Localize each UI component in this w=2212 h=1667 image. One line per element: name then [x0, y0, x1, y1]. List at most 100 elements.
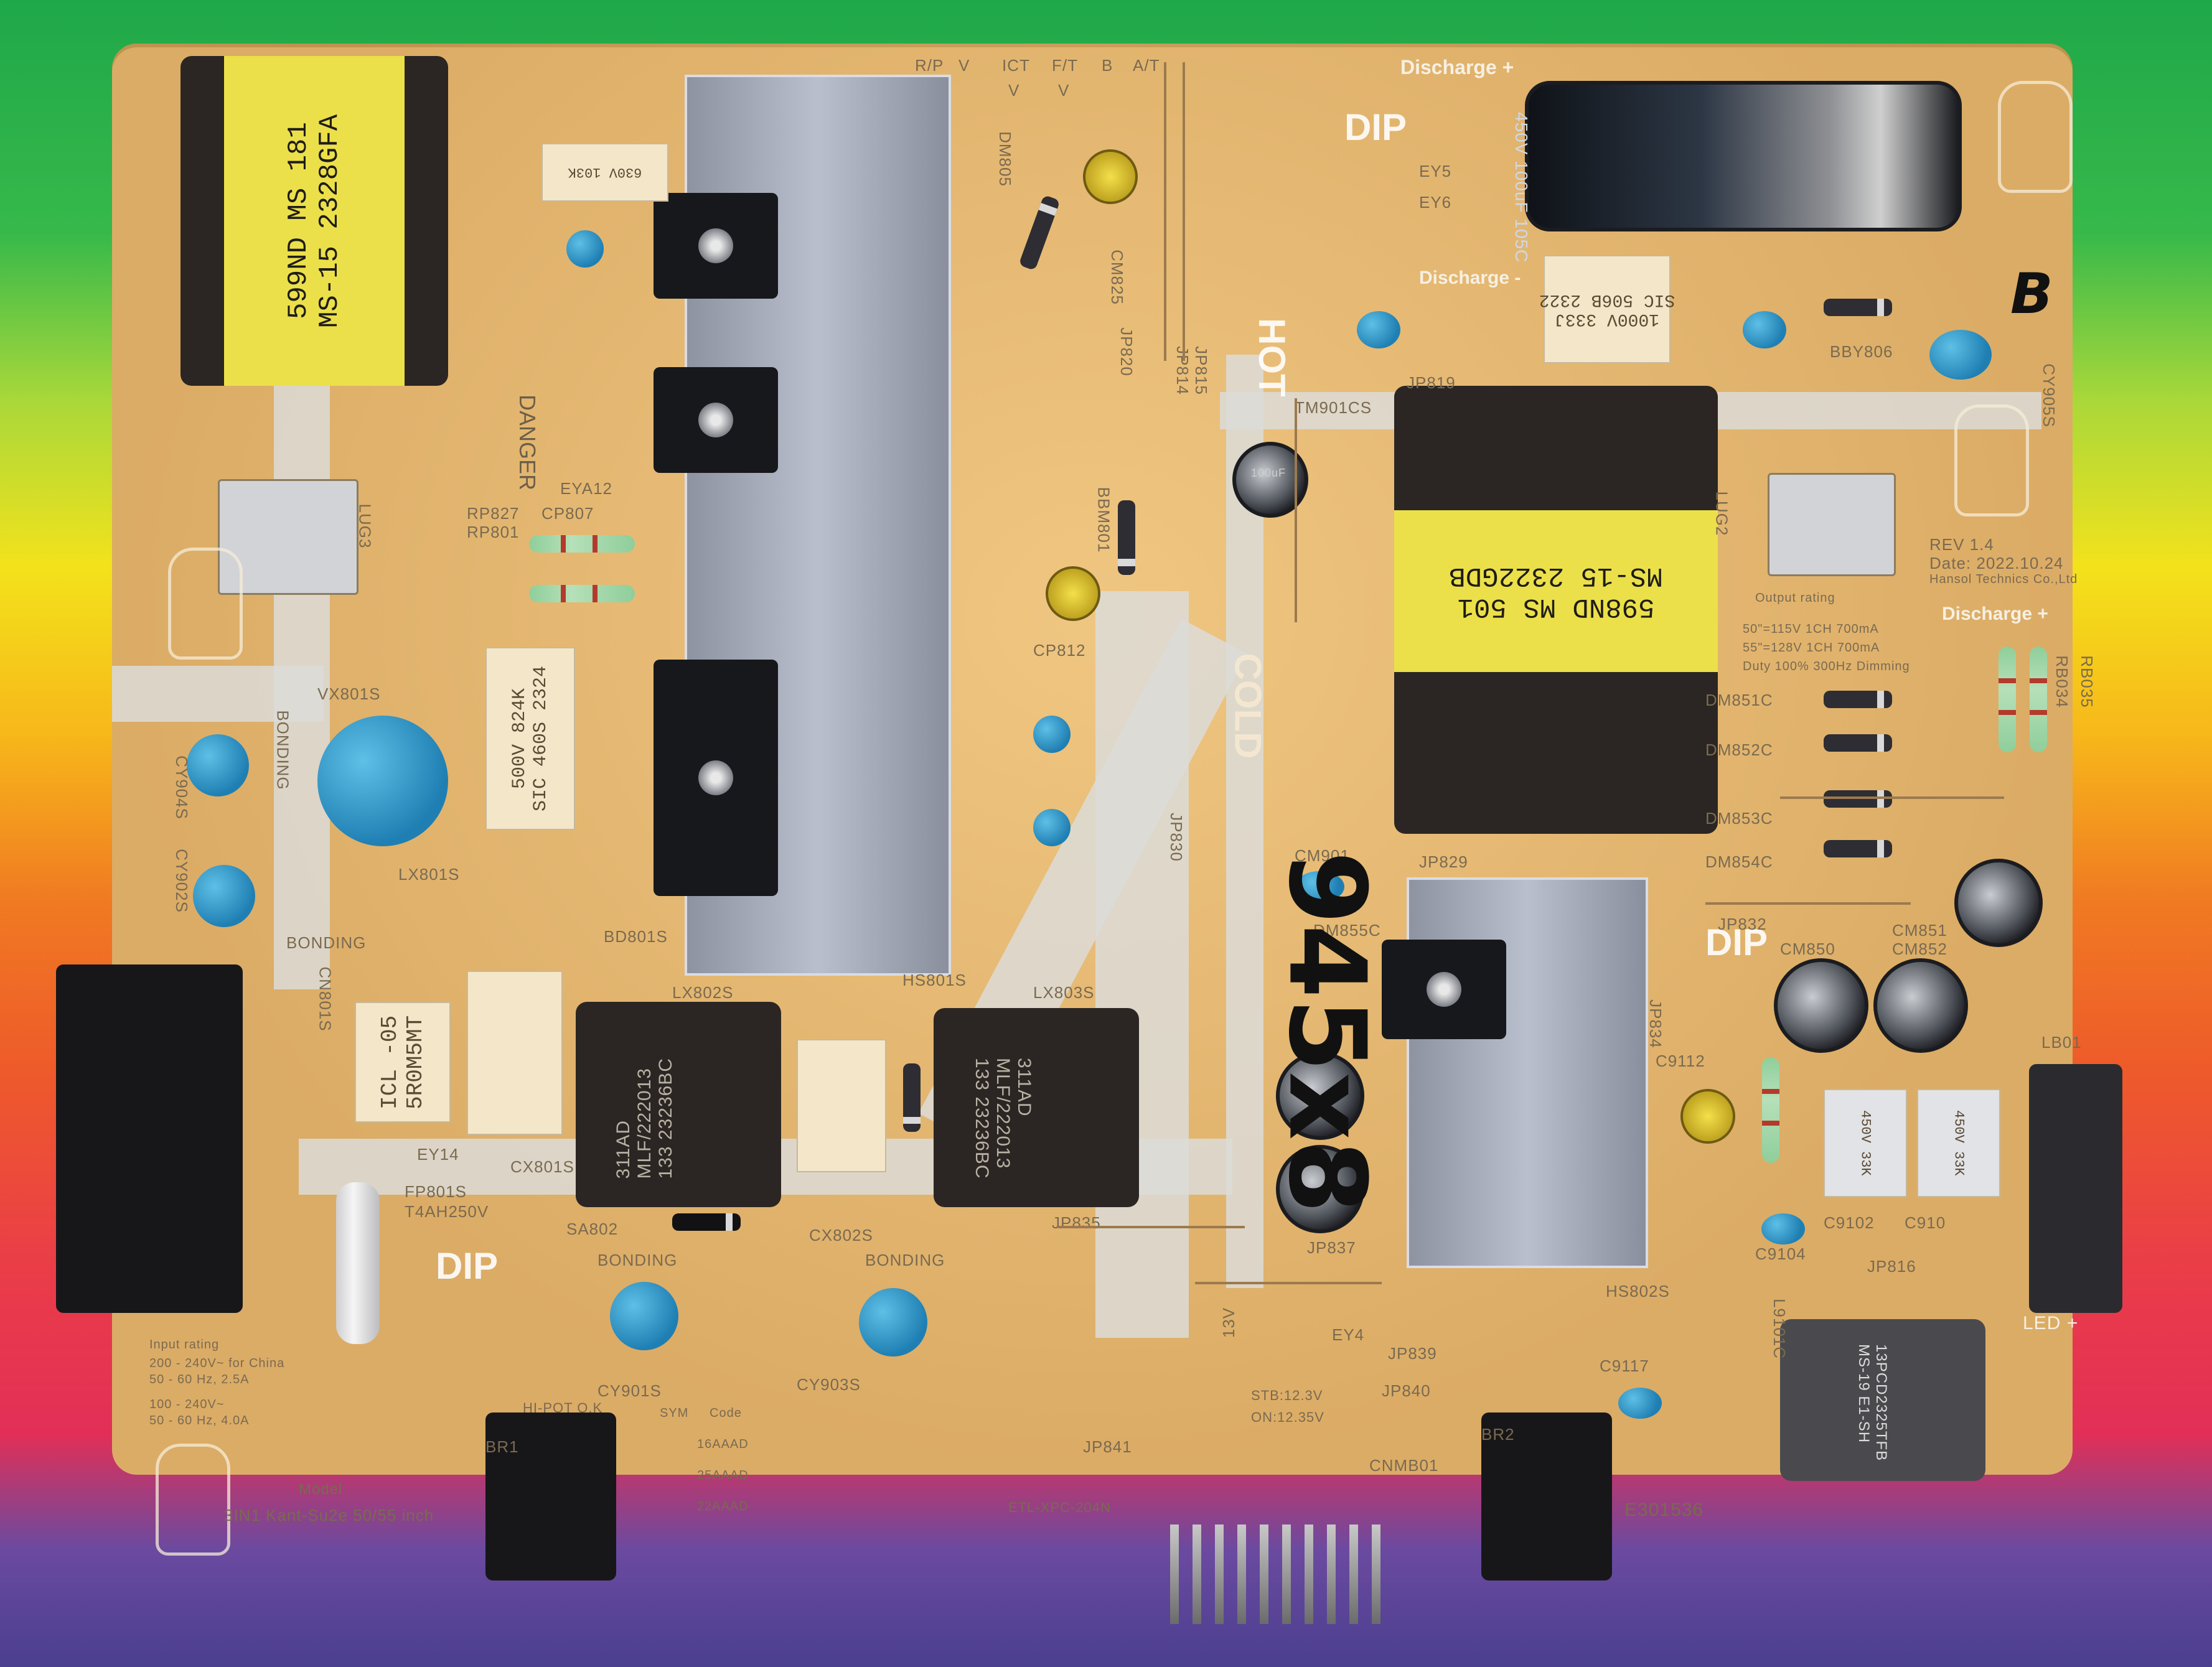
- cap-c9112: [1680, 1089, 1735, 1144]
- hand-warning-left-top: [168, 548, 243, 660]
- diode-dm853c: [1824, 790, 1892, 808]
- silk-small-cap-rating: 100uF: [1251, 467, 1286, 479]
- silk-jp816: JP816: [1867, 1257, 1916, 1276]
- silk-top-col-5: A/T: [1133, 56, 1160, 75]
- silk-maker: Hansol Technics Co.,Ltd: [1929, 572, 2078, 586]
- silk-bonding-4: BONDING: [865, 1251, 945, 1269]
- silk-bd801s: BD801S: [604, 927, 668, 946]
- silk-cold: COLD: [1227, 653, 1269, 759]
- silk-lug2: LUG2: [1712, 491, 1732, 536]
- silk-ul-code: E301536: [1624, 1500, 1704, 1520]
- hand-warning-right: [1954, 404, 2029, 516]
- silk-discharge-plus-right: Discharge +: [1942, 604, 2048, 624]
- cap-cy902s: [193, 865, 255, 927]
- cap-cm80x-a: [1033, 716, 1071, 753]
- silk-jp839: JP839: [1388, 1344, 1437, 1363]
- silk-jp815: JP815: [1191, 346, 1211, 395]
- silk-input-rating-0: Input rating: [149, 1338, 220, 1352]
- block-cap-cx801s: [467, 971, 563, 1135]
- cap-cy901s: [610, 1282, 678, 1350]
- resistor-r910: [1762, 1057, 1779, 1163]
- silk-cm852: CM852: [1892, 940, 1947, 958]
- silk-table-code-2: 22AAAD: [697, 1500, 749, 1513]
- silk-bonding-2: BONDING: [286, 933, 367, 952]
- silk-rating-line-3: Duty 100% 300Hz Dimming: [1743, 660, 1910, 673]
- silk-hs802s: HS802S: [1606, 1282, 1670, 1300]
- fuse-fp801s: [336, 1182, 380, 1344]
- silk-stb: STB:12.3V: [1251, 1388, 1323, 1403]
- jumper-wire-6: [1195, 1282, 1382, 1284]
- cap-cy905s: [1929, 330, 1992, 380]
- silk-discharge-minus: Discharge -: [1419, 268, 1521, 288]
- silk-bbm801: BBM801: [1094, 487, 1113, 553]
- silk-top-col-1: V: [958, 56, 970, 75]
- silk-date: Date: 2022.10.24: [1929, 554, 2064, 572]
- block-cap-333j: 1000V 333J SIC 506B 2322: [1539, 255, 1675, 363]
- silk-vx801s: VX801S: [317, 684, 381, 703]
- mount-bracket-br2: [1481, 1413, 1612, 1581]
- lug2: [1768, 473, 1896, 576]
- cap-c9104: [1761, 1213, 1805, 1244]
- silk-dip-top: DIP: [1344, 106, 1407, 148]
- silk-eya12: EYA12: [560, 479, 613, 498]
- main-transformer: 599ND MS 181 MS-15 2328GFA: [180, 56, 448, 386]
- resistor-rb035: [2030, 647, 2047, 752]
- silk-rb035: RB035: [2077, 655, 2096, 708]
- silk-on: ON:12.35V: [1251, 1409, 1324, 1425]
- cap-cy904s: [187, 734, 249, 796]
- varistor-vx801s: [317, 716, 448, 846]
- block-cap-cx802s: [797, 1039, 886, 1172]
- silk-output-rating: Output rating: [1755, 591, 1835, 605]
- silk-led: LED +: [2023, 1313, 2079, 1333]
- heatsink-hs802s: [1407, 877, 1648, 1268]
- silk-cx801s: CX801S: [510, 1157, 574, 1176]
- silk-hipot: HI-POT O.K: [523, 1400, 603, 1416]
- silk-dm805: DM805: [995, 131, 1015, 187]
- choke-lx802s: 311AD MLF/222013 133 23236BC: [576, 1002, 781, 1207]
- silk-table-code: Code: [710, 1406, 742, 1420]
- silk-model: 3IN1 Kant-Su2e 50/55 inch: [224, 1506, 434, 1525]
- cap-cm825: [1083, 149, 1138, 204]
- silk-lug3: LUG3: [355, 503, 375, 549]
- handwritten-corner-mark: B: [2010, 261, 2053, 327]
- block-cap-824k: 500V 824K SIC 460S 2324: [485, 647, 575, 830]
- silk-br2: BR2: [1481, 1425, 1515, 1444]
- jumper-wire-4: [1705, 902, 1911, 905]
- cap-blue-top-a: [1357, 311, 1400, 348]
- cap-cp812: [1046, 566, 1100, 621]
- main-transformer-label: 599ND MS 181 MS-15 2328GFA: [224, 56, 405, 386]
- silk-ey5: EY5: [1419, 162, 1452, 180]
- silk-input-rating-1: 200 - 240V~ for China: [149, 1356, 285, 1370]
- silk-danger: DANGER: [515, 394, 541, 491]
- silk-jp840: JP840: [1382, 1381, 1431, 1400]
- cap-small-blue-c: [566, 230, 604, 268]
- hand-warning-right-top: [1998, 81, 2073, 193]
- resistor-rp801: [529, 585, 635, 602]
- silk-cp807: CP807: [541, 504, 594, 523]
- silk-top-col-6: V: [1008, 81, 1020, 100]
- cap-cm854-b: [1276, 1145, 1364, 1233]
- silk-lx802s: LX802S: [672, 983, 734, 1002]
- pcb-board: 599ND MS 181 MS-15 2328GFA 500V 824K SIC…: [56, 44, 2122, 1624]
- choke-lx803s: 311AD MLF/222013 133 23236BC: [934, 1008, 1139, 1207]
- diode-bby806: [1824, 299, 1892, 316]
- resistor-rp827: [529, 535, 635, 553]
- cap-cm901: [1295, 871, 1344, 902]
- silk-jp830: JP830: [1166, 813, 1186, 862]
- silk-dm851c: DM851C: [1705, 691, 1773, 709]
- silk-cm901: CM901: [1295, 846, 1350, 865]
- silk-jp834: JP834: [1646, 999, 1665, 1048]
- silk-cy901s: CY901S: [598, 1381, 662, 1400]
- block-cap-103k: 630V 103K: [541, 143, 668, 202]
- cap-cm854-a: [1276, 1052, 1364, 1140]
- diode-vertical-center: [903, 1063, 921, 1132]
- silk-ey6: EY6: [1419, 193, 1452, 212]
- silk-br1: BR1: [485, 1437, 519, 1456]
- silk-jp837: JP837: [1307, 1238, 1356, 1257]
- cap-cm852: [1873, 958, 1968, 1053]
- silk-jp835: JP835: [1052, 1213, 1101, 1232]
- silk-jp820: JP820: [1117, 327, 1136, 376]
- transformer-tm901cs: 598ND MS 501 MS-15 2322GDB: [1394, 386, 1718, 834]
- silk-rp801: RP801: [467, 523, 520, 541]
- silk-jp841: JP841: [1083, 1437, 1132, 1456]
